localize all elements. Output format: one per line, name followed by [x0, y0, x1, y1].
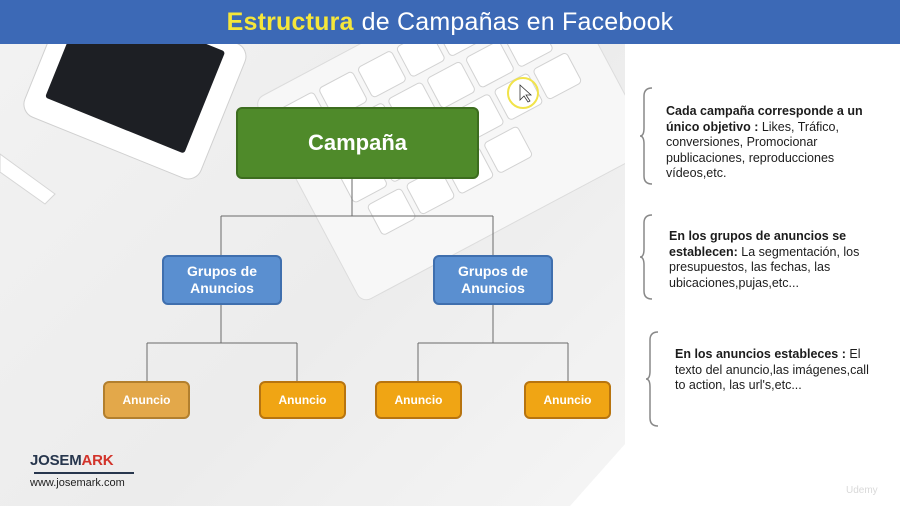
ad-node-2: Anuncio [259, 381, 346, 419]
connector-lines [146, 179, 569, 382]
ad-node-4: Anuncio [524, 381, 611, 419]
logo-wordmark: JOSEMARK [30, 452, 134, 469]
logo-part-2: ARK [81, 452, 114, 469]
paper-illustration [570, 444, 625, 506]
note-ads-text: El texto del anuncio,las imágenes,call t… [675, 347, 869, 392]
logo-part-1: JOSEM [30, 452, 82, 469]
ad-node-1: Anuncio [103, 381, 190, 419]
logo-divider [34, 472, 134, 474]
title-highlight: Estructura [226, 7, 354, 36]
logo-url: www.josemark.com [30, 477, 125, 489]
bracket-icon [640, 214, 653, 300]
cursor-highlight [507, 77, 539, 109]
note-ads-title: En los anuncios estableces : [675, 347, 846, 361]
note-campaign-text: Likes, Tráfico, conversiones, Promociona… [666, 119, 839, 181]
campaign-node: Campaña [236, 107, 479, 179]
note-ads: En los anuncios estableces : El texto de… [675, 347, 880, 394]
ad-node-3: Anuncio [375, 381, 462, 419]
note-campaign: Cada campaña corresponde a un único obje… [666, 104, 880, 182]
note-ad-groups-title: En los grupos de anuncios se establecen: [669, 229, 847, 259]
bracket-icon [640, 87, 653, 185]
bracket-icon [646, 331, 659, 427]
phone-illustration [23, 44, 247, 180]
note-campaign-title: Cada campaña corresponde a un único obje… [666, 104, 863, 134]
cursor-icon [519, 84, 533, 103]
title-text: de Campañas en Facebook [361, 7, 674, 36]
campaign-structure-diagram: Campaña Grupos de Anuncios Grupos de Anu… [103, 107, 611, 419]
title-bar: Estructura de Campañas en Facebook [0, 0, 900, 44]
pen-illustration [0, 153, 56, 205]
josemark-logo: JOSEMARK www.josemark.com [30, 452, 134, 489]
udemy-watermark: Udemy [846, 485, 878, 496]
note-ad-groups-text: La segmentación, los presupuestos, las f… [669, 244, 860, 290]
notes-panel-background [625, 44, 900, 506]
ad-group-node-1: Grupos de Anuncios [162, 255, 282, 305]
note-ad-groups: En los grupos de anuncios se establecen:… [669, 229, 879, 291]
ad-group-node-2: Grupos de Anuncios [433, 255, 553, 305]
